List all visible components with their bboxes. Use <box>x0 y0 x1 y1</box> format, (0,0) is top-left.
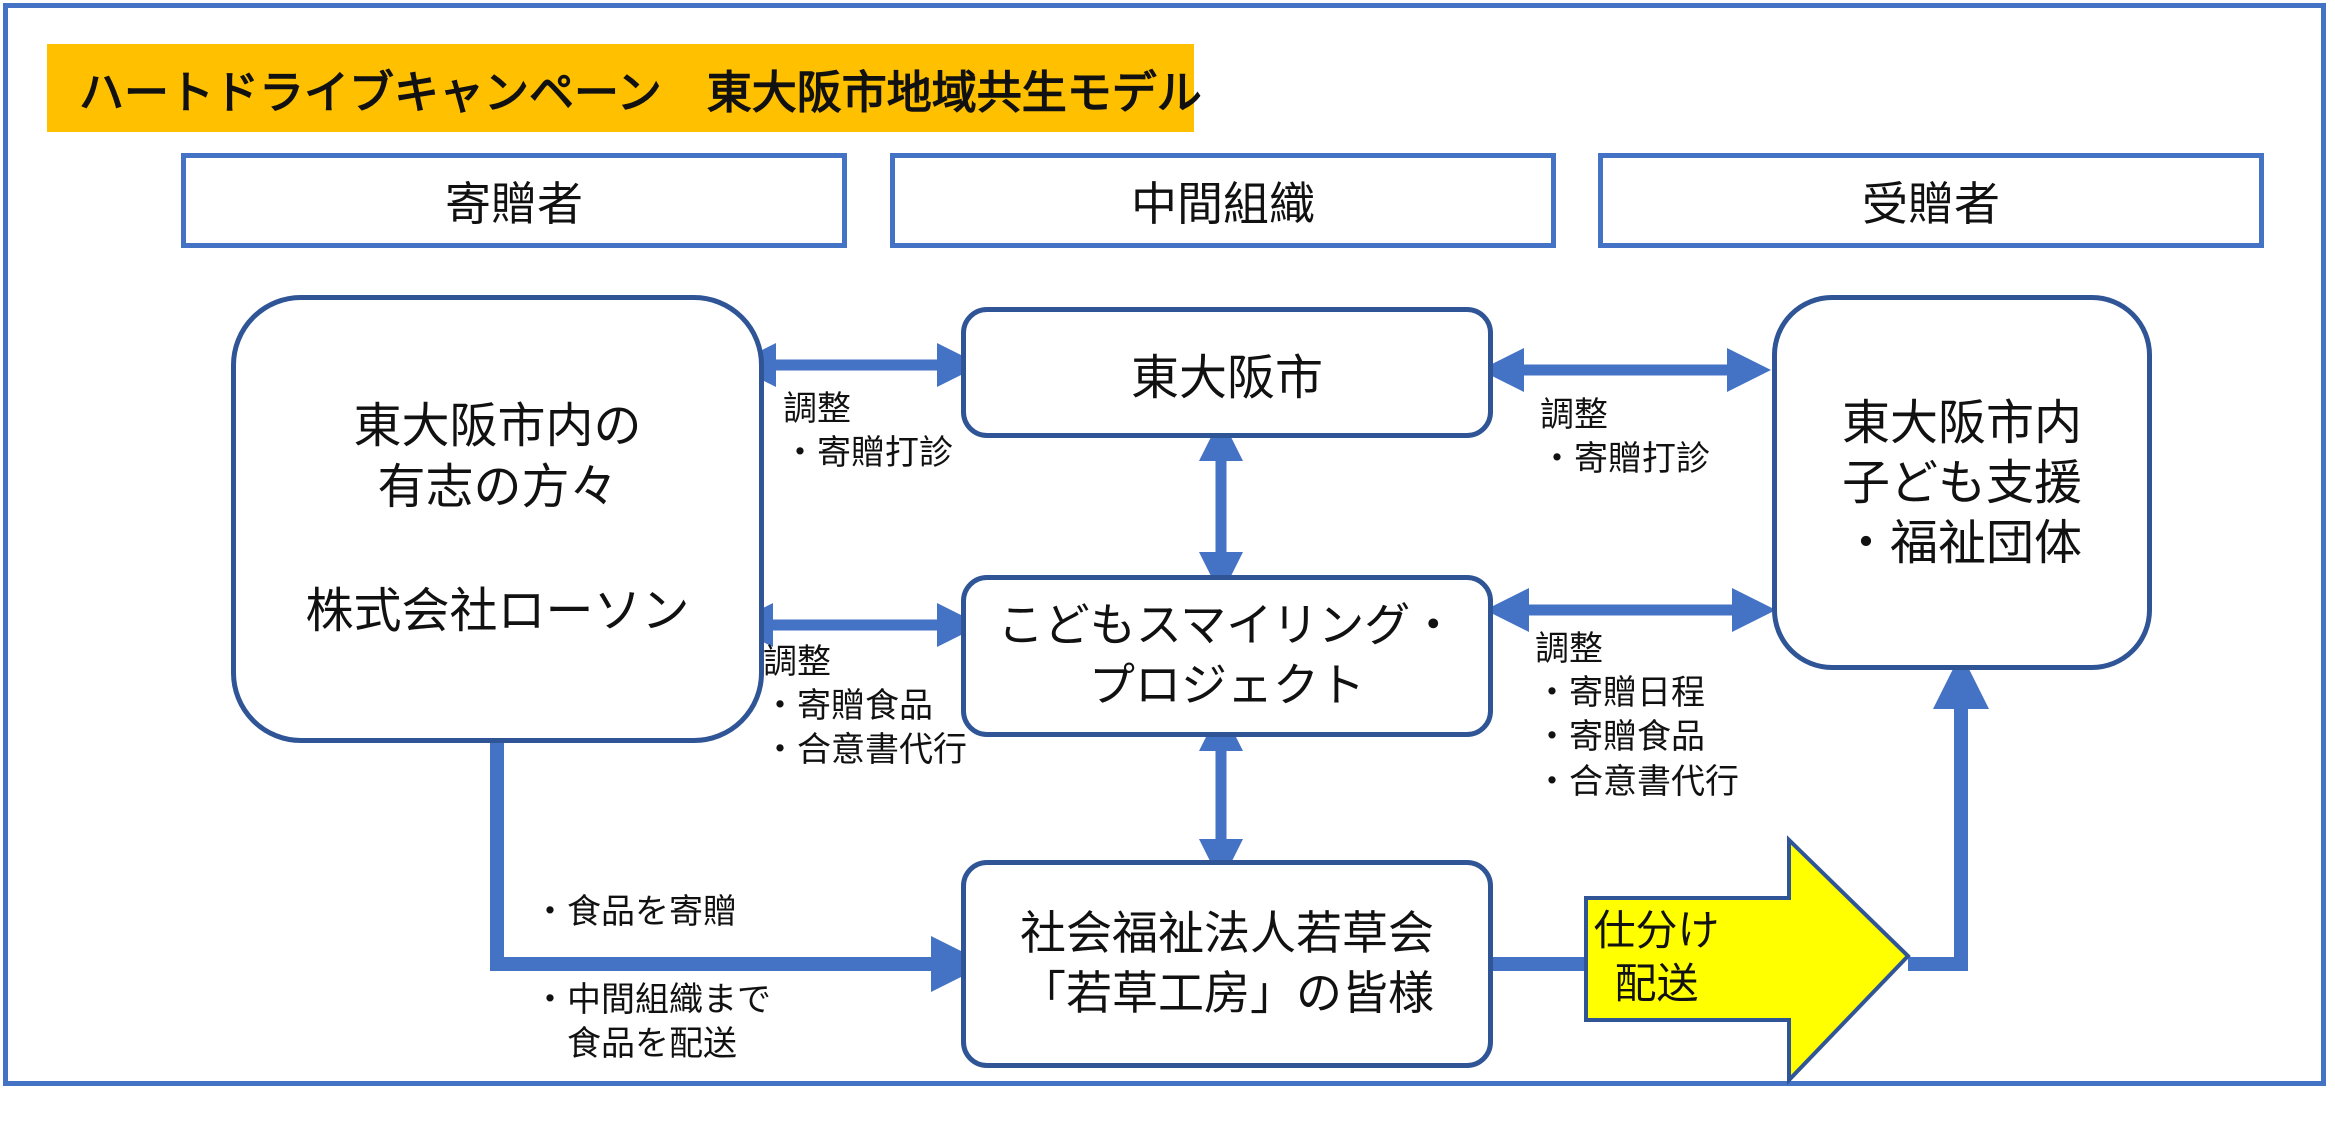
donors-line-2: 有志の方々 <box>377 459 618 516</box>
sort-deliver-arrow <box>1584 835 1911 1085</box>
city-label: 東大阪市 <box>1130 349 1323 406</box>
column-header-donor: 寄贈者 <box>181 153 847 248</box>
label-city-recipient: 調整 ・寄贈打診 <box>1540 395 1710 480</box>
label-project-recipient: 調整 ・寄贈日程 ・寄贈食品 ・合意書代行 <box>1535 629 1739 802</box>
node-project: こどもスマイリング・ プロジェクト <box>961 575 1493 737</box>
recipients-label: 東大阪市内 子ども支援 ・福祉団体 <box>1841 394 2082 571</box>
page-title: ハートドライブキャンペーン 東大阪市地域共生モデル <box>47 44 1202 132</box>
wakakusa-label: 社会福祉法人若草会 「若草工房」の皆様 <box>1020 906 1434 1020</box>
label-donor-project: 調整 ・寄贈食品 ・合意書代行 <box>763 642 967 771</box>
diagram-frame <box>3 3 2326 1086</box>
column-header-intermediary: 中間組織 <box>890 153 1556 248</box>
label-food-donation: ・食品を寄贈 <box>533 892 737 932</box>
sort-deliver-label: 仕分け 配送 <box>1593 906 1720 1008</box>
arrow-donors-wakakusa <box>490 740 987 992</box>
node-recipients: 東大阪市内 子ども支援 ・福祉団体 <box>1772 295 2152 670</box>
donors-line-3: 株式会社ローソン <box>305 582 690 639</box>
node-wakakusa: 社会福祉法人若草会 「若草工房」の皆様 <box>961 860 1493 1068</box>
donors-line-1: 東大阪市内の <box>353 397 642 454</box>
column-header-recipient: 受贈者 <box>1598 153 2264 248</box>
node-city: 東大阪市 <box>961 307 1493 438</box>
label-food-delivery: ・中間組織まで 食品を配送 <box>533 980 771 1065</box>
label-donor-city: 調整 ・寄贈打診 <box>783 389 953 474</box>
node-donors: 東大阪市内の 有志の方々 株式会社ローソン <box>231 295 764 743</box>
project-label: こどもスマイリング・ プロジェクト <box>997 598 1457 712</box>
arrow-ship-recipients <box>1908 653 1989 971</box>
